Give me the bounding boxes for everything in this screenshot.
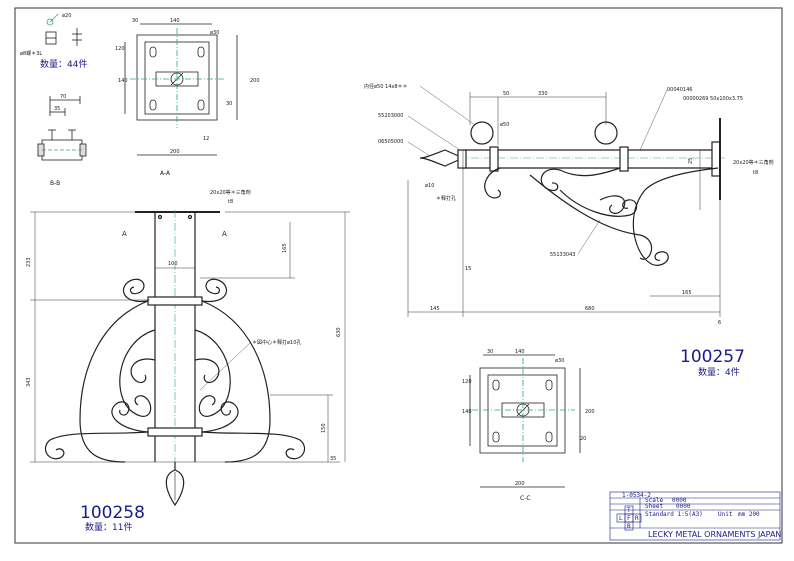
dim-330: 330 — [538, 91, 548, 97]
title-unit-value: mm 200 — [738, 511, 760, 518]
dim-145: 145 — [430, 306, 440, 312]
dim-100: 100 — [168, 261, 178, 267]
aa-dim-12: 12 — [203, 136, 209, 142]
title-drawing-no: 1-0534-2 — [622, 492, 651, 499]
dim-50: 50 — [503, 91, 509, 97]
section-aa-drawing — [124, 23, 238, 156]
title-field2-label: Sheet — [645, 503, 663, 510]
bolt-quantity: 数量：44件 — [40, 58, 87, 70]
dim-25: 25 — [688, 158, 694, 164]
plate-note-left-t: t8 — [228, 199, 233, 205]
dim-15: 15 — [465, 266, 471, 272]
code-00000269: 00000269 50x100x3.75 — [683, 96, 743, 102]
title-company: LECKY METAL ORNAMENTS JAPAN — [648, 530, 781, 539]
aa-phi30: ø30 — [210, 30, 219, 36]
cc-dim-200w: 200 — [515, 481, 525, 487]
view-right: R — [635, 515, 639, 522]
title-standard: Standard 1:5(A3) — [645, 511, 703, 518]
view-left: L — [619, 515, 623, 522]
aa-dim-140: 140 — [170, 18, 180, 24]
code-55203000: 55203000 — [378, 113, 403, 119]
bolt-detail — [45, 13, 82, 46]
dim-165-right: 165 — [682, 290, 692, 296]
code1-leader — [407, 115, 461, 151]
quantity-100257: 数量：4件 — [698, 366, 740, 378]
dim-680: 680 — [585, 306, 595, 312]
part-number-100257: 100257 — [680, 347, 745, 367]
plate-note-right-t: t8 — [753, 170, 758, 176]
quantity-100258: 数量：11件 — [85, 521, 132, 533]
view-bottom: B — [627, 523, 631, 530]
section-mark-a-left: A — [122, 230, 127, 238]
dim-35: 35 — [330, 456, 336, 462]
dim-150: 150 — [321, 423, 327, 433]
title-field1-value: 0000 — [672, 497, 687, 504]
section-cc-label: C-C — [520, 495, 531, 502]
aa-dim-30: 30 — [132, 18, 138, 24]
code-00040146: 00040146 — [667, 87, 692, 93]
code-55133043: 55133043 — [550, 252, 575, 258]
cc-dim-140: 140 — [515, 349, 525, 355]
aa-dim-120: 120 — [115, 46, 125, 52]
dim-630: 630 — [336, 327, 342, 337]
center-hole-note: ＊図中心＊释打ø10孔 — [252, 339, 301, 346]
cc-phi30: ø30 — [555, 358, 564, 364]
section-bb-label: B-B — [50, 180, 60, 187]
dim-165: 165 — [282, 243, 288, 253]
cc-dim-200h: 200 — [585, 409, 595, 415]
phi50-label: ø50 — [500, 122, 509, 128]
section-aa-label: A-A — [160, 170, 171, 177]
aa-dim-30b: 30 — [226, 101, 232, 107]
section-mark-a-right: A — [222, 230, 227, 238]
part-number-100258: 100258 — [80, 503, 145, 523]
center-hole-leader — [199, 342, 251, 391]
plate-note-left: 20x20等＊三角剤 — [210, 189, 251, 196]
phi10-label: ø10 — [425, 183, 434, 189]
bracket-100257-drawing — [419, 118, 725, 266]
cc-dim-30: 30 — [487, 349, 493, 355]
title-field2-value: 0000 — [676, 503, 691, 510]
sheet-border — [14, 7, 783, 544]
code-06505000: 06505000 — [378, 139, 403, 145]
code3-leader — [639, 89, 668, 151]
section-bb-drawing — [37, 96, 87, 161]
bracket-100258-drawing — [45, 210, 305, 507]
inner-diameter-note: 内径ø50 14x8＊＊ — [364, 83, 408, 90]
title-field1-label: Scale — [645, 497, 663, 504]
bb-dim-70: 70 — [60, 94, 66, 100]
cc-dim-20: 20 — [580, 436, 586, 442]
aa-dim-200w: 200 — [170, 149, 180, 155]
title-block — [609, 491, 781, 541]
aa-dim-140v: 140 — [118, 78, 128, 84]
title-unit-label: Unit — [718, 511, 733, 518]
dim-6: 6 — [718, 320, 721, 326]
cc-dim-140v: 140 — [462, 409, 472, 415]
cc-dim-120: 120 — [462, 379, 472, 385]
view-top: T — [627, 507, 631, 514]
section-cc-drawing — [469, 354, 581, 488]
dim-233: 233 — [26, 257, 32, 267]
code2-leader — [407, 141, 431, 157]
bolt-diameter-label: ø20 — [62, 13, 71, 19]
aa-dim-200h: 200 — [250, 78, 260, 84]
plate-note-right: 20x20等＊三角剤 — [733, 159, 774, 166]
bb-dim-35: 35 — [54, 106, 60, 112]
bracket-100258-dims — [30, 211, 350, 463]
bolt-spec-label: ø8螺＊3L — [20, 50, 42, 57]
inner-diameter-leader — [419, 85, 476, 126]
bracket-100257-dims — [407, 92, 721, 317]
code5-leader — [577, 219, 601, 255]
dim-343: 343 — [26, 377, 32, 387]
view-front: F — [627, 515, 631, 522]
drill-note: ＊释打孔 — [436, 195, 456, 202]
